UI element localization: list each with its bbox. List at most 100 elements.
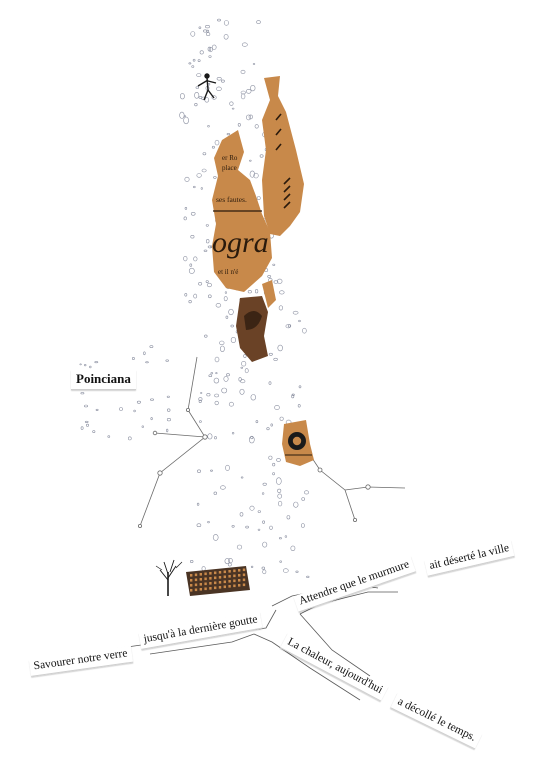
paper-fleck xyxy=(284,535,288,538)
paper-fleck xyxy=(213,176,217,179)
paper-fleck xyxy=(228,308,234,316)
paper-fleck xyxy=(206,29,210,33)
paper-fleck xyxy=(196,73,202,78)
building-window xyxy=(199,573,202,576)
paper-fleck xyxy=(199,50,204,55)
paper-fleck xyxy=(198,26,202,29)
paper-fleck xyxy=(237,123,241,127)
paper-fleck xyxy=(279,290,285,295)
paper-fleck xyxy=(298,319,301,323)
paper-fleck xyxy=(195,86,200,89)
paper-fleck xyxy=(277,493,283,499)
building-window xyxy=(238,569,241,572)
paper-fleck xyxy=(79,363,82,366)
paper-fleck xyxy=(206,239,210,244)
building-window xyxy=(238,574,241,577)
newsprint-text-ogra: ogra xyxy=(212,226,269,259)
building-window xyxy=(214,586,217,590)
paper-fleck xyxy=(272,462,276,467)
paper-fleck xyxy=(213,377,220,384)
paper-fleck xyxy=(278,537,282,540)
newsprint-shard-dark xyxy=(236,280,276,362)
paper-fleck xyxy=(226,373,230,377)
paper-fleck xyxy=(84,420,89,423)
building-window xyxy=(223,580,226,584)
paper-fleck xyxy=(225,464,230,471)
paper-fleck xyxy=(243,354,247,358)
paper-fleck xyxy=(236,544,243,550)
paper-fleck xyxy=(215,303,222,308)
paper-fleck xyxy=(223,34,229,40)
paper-fleck xyxy=(270,423,273,427)
paper-fleck xyxy=(213,491,218,495)
paper-fleck xyxy=(208,374,213,378)
building-window xyxy=(223,570,226,574)
building-window xyxy=(209,577,212,580)
building-window xyxy=(199,578,202,581)
building-window xyxy=(228,580,231,583)
paper-fleck xyxy=(291,393,295,396)
building-window xyxy=(194,588,198,592)
paper-fleck xyxy=(239,388,245,395)
paper-fleck xyxy=(220,79,225,83)
building-window xyxy=(194,578,198,582)
paper-fleck xyxy=(276,458,281,462)
paper-fleck xyxy=(293,501,299,508)
building-window xyxy=(242,578,246,582)
paper-fleck xyxy=(206,32,211,37)
newsprint-shard-tall xyxy=(262,76,304,236)
paper-fleck xyxy=(238,377,242,382)
paper-fleck xyxy=(223,376,229,382)
paper-fleck xyxy=(201,96,206,101)
paper-fleck xyxy=(214,356,220,363)
paper-fleck xyxy=(267,275,272,278)
building-window xyxy=(238,579,241,582)
paper-fleck xyxy=(256,196,261,201)
paper-fleck xyxy=(279,560,283,563)
paper-fleck xyxy=(194,92,200,99)
paper-fleck xyxy=(224,558,231,565)
paper-fleck xyxy=(80,392,85,395)
paper-fleck xyxy=(193,185,196,189)
paper-fleck xyxy=(166,428,169,433)
paper-fleck xyxy=(202,152,207,156)
building-window xyxy=(233,574,236,578)
paper-fleck xyxy=(83,364,87,367)
paper-fleck xyxy=(291,394,295,399)
paper-fleck xyxy=(255,420,259,424)
paper-fleck xyxy=(224,291,227,294)
paper-fleck xyxy=(274,404,280,410)
paper-fleck xyxy=(207,520,210,524)
paper-fleck xyxy=(150,417,153,421)
paper-fleck xyxy=(196,502,200,506)
paper-fleck xyxy=(225,315,229,319)
building-window xyxy=(223,575,226,579)
paper-fleck xyxy=(184,176,190,182)
paper-fleck xyxy=(210,372,214,375)
paper-fleck xyxy=(194,102,198,107)
paper-fleck xyxy=(275,477,282,485)
paper-fleck xyxy=(239,512,244,517)
paper-fleck xyxy=(240,93,246,100)
paper-fleck xyxy=(246,89,252,94)
paper-fleck xyxy=(206,393,211,397)
building-window xyxy=(194,573,198,577)
paper-fleck xyxy=(231,432,235,435)
paper-fleck xyxy=(191,65,195,68)
paper-fleck xyxy=(203,249,208,253)
paper-fleck xyxy=(255,289,259,294)
paper-fleck xyxy=(197,59,201,63)
paper-fleck xyxy=(259,154,264,158)
paper-fleck xyxy=(216,86,222,92)
building-window xyxy=(190,589,193,592)
paper-fleck xyxy=(252,63,256,65)
paper-fleck xyxy=(211,95,217,100)
paper-fleck xyxy=(188,300,192,304)
paper-fleck xyxy=(303,490,309,495)
paper-fleck xyxy=(249,170,255,178)
paper-fleck xyxy=(183,216,187,221)
title-poinciana: Poinciana xyxy=(71,370,136,390)
paper-fleck xyxy=(198,282,203,286)
